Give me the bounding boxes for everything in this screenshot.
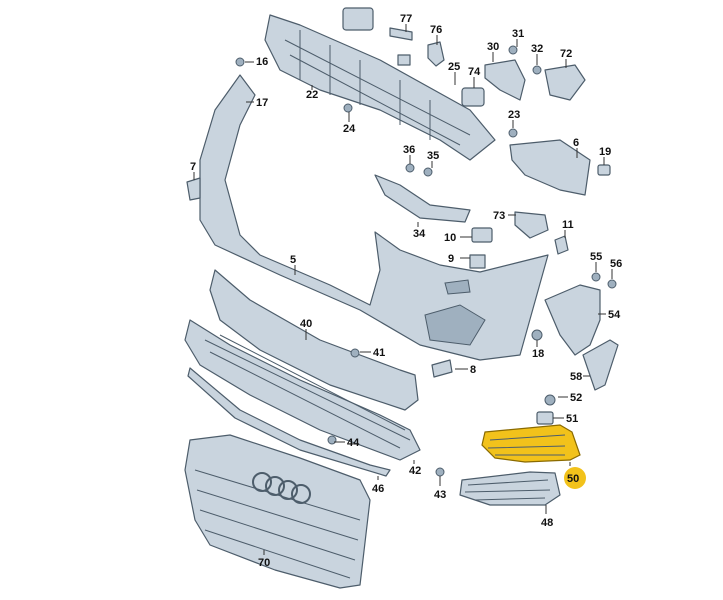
part-label-36[interactable]: 36 — [403, 144, 415, 156]
part-label-34[interactable]: 34 — [413, 228, 426, 240]
trim-58[interactable] — [582, 339, 619, 391]
bracket-6[interactable] — [509, 139, 591, 196]
part-77[interactable] — [389, 27, 413, 41]
bumper-carrier-22[interactable] — [264, 14, 496, 161]
part-label-43[interactable]: 43 — [434, 489, 446, 501]
part-label-8[interactable]: 8 — [470, 364, 476, 376]
part-label-44[interactable]: 44 — [347, 437, 360, 449]
part-label-51[interactable]: 51 — [566, 413, 578, 425]
bracket-34[interactable] — [374, 174, 471, 223]
spoiler-40[interactable] — [209, 269, 419, 411]
part-label-70[interactable]: 70 — [258, 557, 270, 569]
part-label-23[interactable]: 23 — [508, 109, 520, 121]
part-label-11[interactable]: 11 — [562, 219, 574, 231]
grille-insert-50[interactable] — [481, 424, 581, 463]
part-label-19[interactable]: 19 — [599, 146, 611, 158]
lower-grille-42[interactable] — [184, 319, 421, 461]
trim-strip-46[interactable] — [187, 367, 391, 477]
part-label-32[interactable]: 32 — [531, 43, 543, 55]
part-label-5[interactable]: 5 — [290, 254, 296, 266]
part-label-6[interactable]: 6 — [573, 137, 579, 149]
audi-rings-logo — [252, 472, 311, 504]
part-label-73[interactable]: 73 — [493, 210, 505, 222]
part-label-40[interactable]: 40 — [300, 318, 312, 330]
part-label-30[interactable]: 30 — [487, 41, 499, 53]
bracket-72[interactable] — [544, 64, 586, 101]
part-label-22[interactable]: 22 — [306, 89, 318, 101]
part-label-55[interactable]: 55 — [590, 251, 602, 263]
part-label-9[interactable]: 9 — [448, 253, 454, 265]
part-label-24[interactable]: 24 — [343, 123, 356, 135]
part-label-76[interactable]: 76 — [430, 24, 442, 36]
part-76[interactable] — [427, 41, 445, 67]
highlight-badge — [564, 467, 586, 489]
control-unit[interactable] — [342, 7, 374, 31]
cap-8[interactable] — [431, 359, 453, 378]
bracket-54[interactable] — [544, 284, 601, 356]
part-label-16[interactable]: 16 — [256, 56, 268, 68]
part-label-42[interactable]: 42 — [409, 465, 421, 477]
part-label-56[interactable]: 56 — [610, 258, 622, 270]
part-label-25[interactable]: 25 — [448, 61, 460, 73]
part-label-48[interactable]: 48 — [541, 517, 553, 529]
part-label-50[interactable]: 50 — [567, 473, 579, 485]
part-label-54[interactable]: 54 — [608, 309, 621, 321]
part-label-74[interactable]: 74 — [468, 66, 481, 78]
part-label-41[interactable]: 41 — [373, 347, 385, 359]
part-label-77[interactable]: 77 — [400, 13, 412, 25]
bracket-30[interactable] — [484, 59, 526, 101]
part-10[interactable] — [471, 227, 493, 243]
part-label-58[interactable]: 58 — [570, 371, 582, 383]
part-label-72[interactable]: 72 — [560, 48, 572, 60]
part-label-31[interactable]: 31 — [512, 28, 524, 40]
grille-insert-48[interactable] — [459, 471, 561, 506]
part-label-10[interactable]: 10 — [444, 232, 456, 244]
part-74[interactable] — [461, 87, 485, 107]
part-label-17[interactable]: 17 — [256, 97, 268, 109]
part-73[interactable] — [514, 211, 549, 239]
part-label-7[interactable]: 7 — [190, 161, 196, 173]
part-label-52[interactable]: 52 — [570, 392, 582, 404]
part-label-18[interactable]: 18 — [532, 348, 544, 360]
part-label-46[interactable]: 46 — [372, 483, 384, 495]
part-label-35[interactable]: 35 — [427, 150, 439, 162]
